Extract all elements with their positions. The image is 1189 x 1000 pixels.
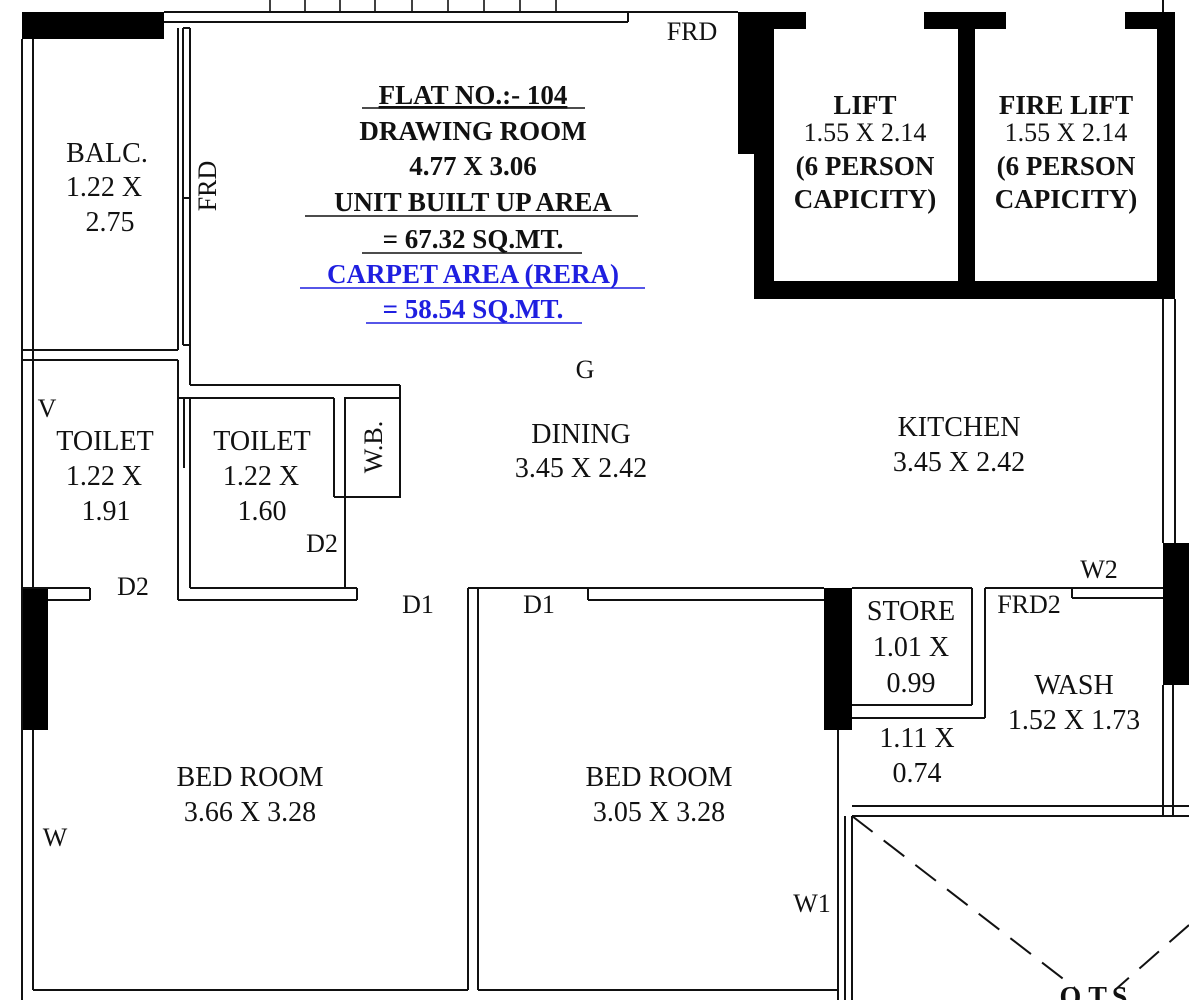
- tag-frd-top: FRD: [667, 17, 718, 46]
- fire-lift-capacity-line1: (6 PERSON: [997, 151, 1136, 181]
- fire-lift-name: FIRE LIFT: [999, 90, 1133, 120]
- fire-lift: FIRE LIFT 1.55 X 2.14 (6 PERSON CAPICITY…: [995, 90, 1138, 214]
- toilet-right-size-line2: 1.60: [238, 496, 287, 527]
- lift-capacity-line2: CAPICITY): [794, 184, 937, 214]
- tag-w: W: [43, 823, 68, 852]
- drawing-room-name: DRAWING ROOM: [359, 116, 586, 146]
- drawing-room-size: 4.77 X 3.06: [409, 151, 537, 181]
- built-up-label: UNIT BUILT UP AREA: [334, 187, 612, 217]
- column-right-edge: [1163, 543, 1189, 685]
- toilet-left-name: TOILET: [56, 426, 153, 457]
- column-lift-top-right: [1125, 12, 1175, 29]
- toilet-right-name: TOILET: [213, 426, 310, 457]
- flat-number: FLAT NO.:- 104: [379, 80, 568, 110]
- store-size-line1: 1.01 X: [873, 632, 949, 663]
- passage-size-line1: 1.11 X: [879, 723, 954, 754]
- wall-lift-divider: [958, 29, 975, 299]
- solid-walls: [22, 12, 1189, 730]
- built-up-value: = 67.32 SQ.MT.: [383, 224, 564, 254]
- tag-d1-right: D1: [523, 590, 555, 619]
- dining-name: DINING: [531, 419, 631, 450]
- bedroom-left: BED ROOM 3.66 X 3.28: [176, 762, 323, 828]
- fire-lift-size: 1.55 X 2.14: [1005, 118, 1128, 147]
- dining-size: 3.45 X 2.42: [515, 453, 647, 484]
- tag-w2: W2: [1080, 555, 1118, 584]
- wall-lift-right: [1157, 29, 1175, 299]
- store-name: STORE: [867, 596, 955, 627]
- wall-lines: [21, 0, 1189, 1000]
- tag-v: V: [38, 394, 57, 423]
- toilet-left-size-line2: 1.91: [82, 496, 131, 527]
- wash-basin-label: W.B.: [359, 421, 388, 474]
- balcony: BALC. 1.22 X 2.75: [66, 138, 148, 238]
- balcony-size-line1: 1.22 X: [66, 172, 142, 203]
- column-store: [824, 588, 852, 730]
- wall-lift-shaft-left: [754, 29, 774, 299]
- lift-capacity-line1: (6 PERSON: [796, 151, 935, 181]
- wash-name: WASH: [1034, 670, 1113, 701]
- bedroom-left-name: BED ROOM: [176, 762, 323, 793]
- lift: LIFT 1.55 X 2.14 (6 PERSON CAPICITY): [794, 90, 937, 214]
- lift-name: LIFT: [833, 90, 896, 120]
- dining: DINING 3.45 X 2.42: [515, 419, 647, 484]
- column-lift-top-mid: [924, 12, 1006, 29]
- flat-info-block: FLAT NO.:- 104 DRAWING ROOM 4.77 X 3.06 …: [300, 80, 645, 324]
- door-window-tags: FRD FRD G V D2 D2 D1 D1 FRD2 W2 W W1: [38, 17, 1118, 918]
- store: STORE 1.01 X 0.99: [867, 596, 955, 699]
- balcony-name: BALC.: [66, 138, 148, 169]
- ots-label: O.T.S.: [1060, 982, 1135, 1000]
- kitchen-size: 3.45 X 2.42: [893, 447, 1025, 478]
- wall-lift-bottom: [754, 281, 1175, 299]
- toilet-left: TOILET 1.22 X 1.91: [56, 426, 153, 527]
- fire-lift-capacity-line2: CAPICITY): [995, 184, 1138, 214]
- bedroom-left-size: 3.66 X 3.28: [184, 797, 316, 828]
- toilet-left-size-line1: 1.22 X: [66, 461, 142, 492]
- carpet-area-value: = 58.54 SQ.MT.: [383, 294, 564, 324]
- toilet-right-size-line1: 1.22 X: [223, 461, 299, 492]
- tag-w1: W1: [793, 889, 831, 918]
- wash: WASH 1.52 X 1.73: [1008, 670, 1140, 736]
- tag-frd2: FRD2: [997, 590, 1061, 619]
- tag-d2-right: D2: [306, 529, 338, 558]
- balcony-size-line2: 2.75: [86, 207, 135, 238]
- lift-size: 1.55 X 2.14: [804, 118, 927, 147]
- tag-d2-left: D2: [117, 572, 149, 601]
- carpet-area-label: CARPET AREA (RERA): [327, 259, 619, 289]
- passage: 1.11 X 0.74: [879, 723, 954, 789]
- passage-size-line2: 0.74: [893, 758, 942, 789]
- column-top-left: [22, 12, 164, 39]
- tag-d1-left: D1: [402, 590, 434, 619]
- kitchen-name: KITCHEN: [898, 412, 1021, 443]
- toilet-right: TOILET 1.22 X 1.60: [213, 426, 310, 527]
- tag-g: G: [576, 355, 595, 384]
- column-bedroom-left: [22, 588, 48, 730]
- bedroom-right: BED ROOM 3.05 X 3.28: [585, 762, 732, 828]
- wash-size: 1.52 X 1.73: [1008, 705, 1140, 736]
- bedroom-right-size: 3.05 X 3.28: [593, 797, 725, 828]
- wall-lift-left: [738, 12, 758, 154]
- kitchen: KITCHEN 3.45 X 2.42: [893, 412, 1025, 478]
- tag-frd-vertical: FRD: [193, 161, 222, 212]
- store-size-line2: 0.99: [887, 668, 936, 699]
- bedroom-right-name: BED ROOM: [585, 762, 732, 793]
